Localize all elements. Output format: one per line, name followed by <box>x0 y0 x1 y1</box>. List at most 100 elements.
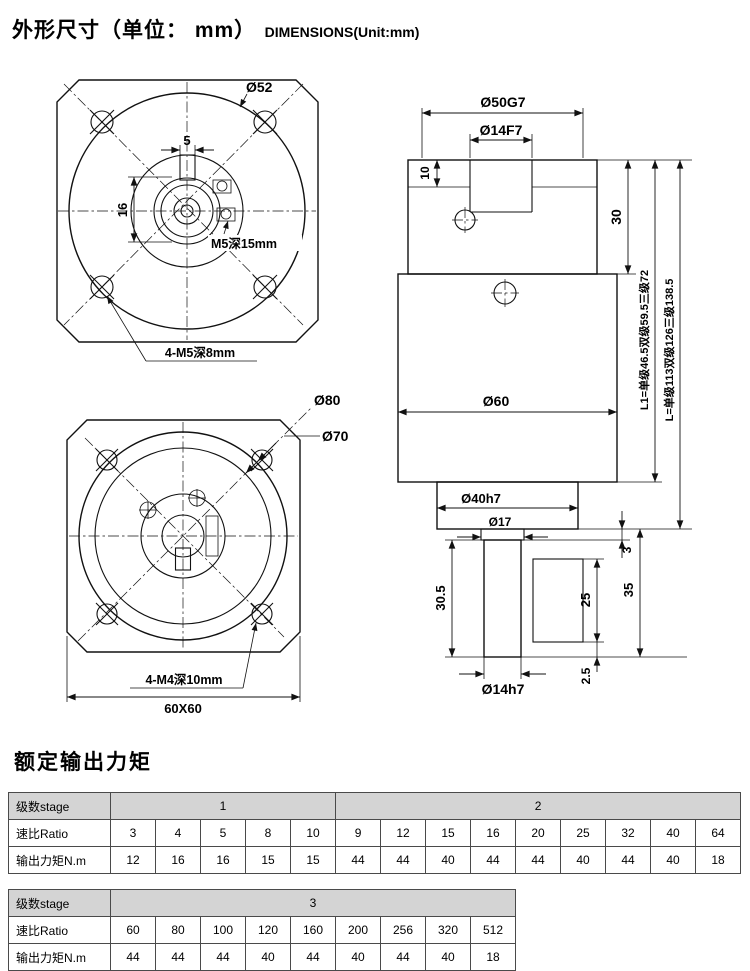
torque-value: 44 <box>335 846 382 874</box>
torque-value: 40 <box>425 943 471 971</box>
ratio-value: 4 <box>155 819 201 847</box>
stage-value: 2 <box>335 792 742 820</box>
ratio-value: 160 <box>290 916 336 944</box>
drawing-front-view-top: 5 16 Ø52 M5深15mm 4-M5深8mm <box>56 79 319 362</box>
ratio-value: 200 <box>335 916 381 944</box>
dim-label-tap-m5: M5深15mm <box>211 236 277 251</box>
torque-value: 44 <box>380 846 427 874</box>
dim-label-dia17: Ø17 <box>489 515 512 529</box>
torque-value: 15 <box>245 846 291 874</box>
dim-label-dia70: Ø70 <box>322 428 349 444</box>
ratio-value: 8 <box>245 819 291 847</box>
dim-label-dia14h7: Ø14h7 <box>482 681 525 697</box>
torque-value: 44 <box>470 846 517 874</box>
ratio-value: 320 <box>425 916 471 944</box>
terminal-1 <box>212 179 232 194</box>
ratio-value: 9 <box>335 819 382 847</box>
ratio-value: 20 <box>515 819 562 847</box>
ratio-value: 5 <box>200 819 246 847</box>
torque-value: 40 <box>335 943 381 971</box>
ratio-value: 12 <box>380 819 427 847</box>
torque-value: 18 <box>695 846 742 874</box>
dim-label-square: 60X60 <box>164 701 202 716</box>
torque-value: 40 <box>425 846 472 874</box>
ratio-row-label: 速比Ratio <box>8 916 111 944</box>
ratio-value: 15 <box>425 819 472 847</box>
dim-label-mount-m4: 4-M4深10mm <box>145 672 222 687</box>
torque-value: 44 <box>200 943 246 971</box>
dim-label-mount-m5: 4-M5深8mm <box>165 345 235 360</box>
dim-label-3: 3 <box>620 546 634 553</box>
tapped-holes <box>139 489 206 519</box>
page-header: 外形尺寸（单位： mm） DIMENSIONS(Unit:mm) <box>0 0 750 50</box>
torque-value: 40 <box>560 846 607 874</box>
torque-value: 15 <box>289 846 337 874</box>
output-shaft <box>483 539 522 658</box>
torque-value: 18 <box>469 943 517 971</box>
ratio-row-label: 速比Ratio <box>8 819 111 847</box>
flange-outline <box>56 79 319 343</box>
torque-value: 40 <box>650 846 697 874</box>
dim-label-2-5: 2.5 <box>579 667 593 684</box>
torque-row-label: 输出力矩N.m <box>8 943 111 971</box>
ratio-value: 40 <box>650 819 697 847</box>
key <box>532 558 584 643</box>
keyway <box>179 154 196 181</box>
stage-value: 1 <box>109 792 337 820</box>
page-title-en: DIMENSIONS(Unit:mm) <box>264 24 420 40</box>
dim-label-key-width: 5 <box>183 133 190 148</box>
ratio-value: 100 <box>200 916 246 944</box>
dim-label-l: L=单级113双级126三级138.5 <box>662 279 676 422</box>
dim-label-16: 16 <box>115 203 130 217</box>
torque-value: 16 <box>155 846 201 874</box>
dim-label-25: 25 <box>578 593 593 607</box>
dim-label-10: 10 <box>418 166 432 180</box>
drawing-side-view: Ø50G7 Ø14F7 10 30 Ø60 Ø40h7 Ø17 30.5 <box>397 94 692 697</box>
dim-label-dia52: Ø52 <box>246 79 273 95</box>
dim-label-35: 35 <box>621 583 636 597</box>
dim-label-dia60: Ø60 <box>483 393 510 409</box>
torque-row-label: 输出力矩N.m <box>8 846 111 874</box>
stage-row-label: 级数stage <box>8 792 111 820</box>
ratio-value: 10 <box>289 819 337 847</box>
stage-row-label: 级数stage <box>8 889 111 917</box>
ratio-value: 256 <box>380 916 426 944</box>
torque-value: 44 <box>605 846 652 874</box>
torque-section-title: 额定输出力矩 <box>14 751 152 774</box>
dimension-drawings: 5 16 Ø52 M5深15mm 4-M5深8mm <box>56 79 692 716</box>
drawing-front-view-bottom: Ø80 Ø70 4-M4深10mm 60X60 <box>66 392 349 716</box>
torque-value: 40 <box>245 943 291 971</box>
dim-label-dia50: Ø50G7 <box>480 94 525 110</box>
ratio-value: 16 <box>470 819 517 847</box>
ratio-value: 32 <box>605 819 652 847</box>
dim-label-dia40: Ø40h7 <box>461 491 501 506</box>
torque-value: 44 <box>515 846 562 874</box>
input-housing <box>407 159 598 275</box>
page-title-cn: 外形尺寸（单位： mm） <box>12 19 257 42</box>
ratio-value: 64 <box>695 819 742 847</box>
ratio-value: 120 <box>245 916 291 944</box>
gearbox-body <box>397 273 618 483</box>
ratio-value: 60 <box>110 916 156 944</box>
torque-value: 44 <box>290 943 336 971</box>
torque-value: 16 <box>200 846 246 874</box>
ratio-value: 512 <box>469 916 517 944</box>
terminal-2 <box>216 207 236 222</box>
ratio-value: 3 <box>110 819 156 847</box>
ratio-value: 80 <box>155 916 201 944</box>
torque-value: 12 <box>110 846 156 874</box>
stage-value: 3 <box>109 889 517 917</box>
torque-value: 44 <box>155 943 201 971</box>
ratio-value: 25 <box>560 819 607 847</box>
dim-label-dia14f7: Ø14F7 <box>480 122 523 138</box>
torque-value: 44 <box>380 943 426 971</box>
